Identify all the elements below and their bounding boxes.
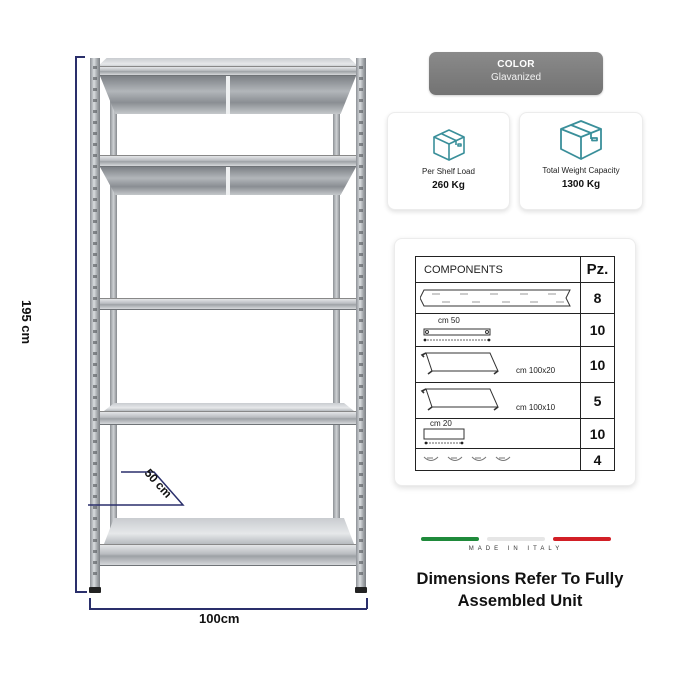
box-icon xyxy=(432,129,465,161)
components-table: COMPONENTS Pz. 8 cm 50 xyxy=(415,256,615,471)
shelf-1-front xyxy=(96,66,360,76)
table-row: cm 50 10 xyxy=(415,313,615,347)
shelf-illustration: 195 cm 100cm 50 cm xyxy=(19,56,368,626)
shelf-1-under xyxy=(100,76,356,114)
upright-left xyxy=(90,58,100,588)
bracket-size-label: cm 20 xyxy=(430,419,452,428)
shelf-2-front xyxy=(96,155,360,167)
height-dimension-cap-top xyxy=(75,56,85,58)
shelf-2-under xyxy=(100,167,356,195)
shelf-panel-large-size-label: cm 100x20 xyxy=(516,366,556,375)
width-dimension-cap-right xyxy=(366,598,368,609)
dimensions-note: Dimensions Refer To Fully Assembled Unit xyxy=(390,568,650,612)
dimensions-note-line1: Dimensions Refer To Fully xyxy=(416,570,624,588)
shelf-4-front xyxy=(96,411,360,425)
quantity-header: Pz. xyxy=(580,256,615,283)
height-label: 195 cm xyxy=(19,300,34,345)
made-in-italy-label: MADE IN ITALY xyxy=(468,546,564,552)
width-dimension-line xyxy=(89,608,367,610)
color-badge-value: Glavanized xyxy=(490,72,542,83)
dimensions-note-line2: Assembled Unit xyxy=(457,592,583,610)
total-weight-capacity-value: 1300 Kg xyxy=(561,179,601,190)
foot-caps-drawing xyxy=(415,448,581,471)
total-weight-capacity-card: Total Weight Capacity 1300 Kg xyxy=(519,112,643,210)
shelf-panel-small-drawing: cm 100x10 xyxy=(415,382,581,419)
upright-right xyxy=(356,58,366,588)
per-shelf-load-card: Per Shelf Load 260 Kg xyxy=(387,112,510,210)
bracket-drawing: cm 20 xyxy=(415,418,581,449)
back-post-left xyxy=(110,100,117,530)
color-badge: COLOR Glavanized xyxy=(429,52,603,95)
table-row: 8 xyxy=(415,282,615,314)
table-row: cm 20 10 xyxy=(415,418,615,449)
beam-drawing: cm 50 xyxy=(415,313,581,347)
beam-size-label: cm 50 xyxy=(438,316,460,325)
shelf-5-top xyxy=(104,518,354,544)
height-dimension-cap-bottom xyxy=(75,591,87,593)
foot-left xyxy=(89,587,101,593)
components-header-row: COMPONENTS Pz. xyxy=(415,256,615,283)
width-label: 100cm xyxy=(199,611,240,626)
shelf-panel-small-qty: 5 xyxy=(580,382,615,419)
flag-white xyxy=(487,537,545,541)
shelf-panel-large-drawing: cm 100x20 xyxy=(415,346,581,383)
table-row: cm 100x20 10 xyxy=(415,346,615,383)
color-badge-title: COLOR xyxy=(497,59,535,70)
table-row: 4 xyxy=(415,448,615,471)
foot-right xyxy=(355,587,367,593)
per-shelf-load-value: 260 Kg xyxy=(432,180,465,191)
beam-qty: 10 xyxy=(580,313,615,347)
shelf-4-top xyxy=(104,403,354,411)
upright-post-qty: 8 xyxy=(580,282,615,314)
components-card: COMPONENTS Pz. 8 cm 50 xyxy=(394,238,636,486)
foot-caps-qty: 4 xyxy=(580,448,615,471)
bracket-qty: 10 xyxy=(580,418,615,449)
box-icon xyxy=(560,120,602,160)
width-dimension-cap-left xyxy=(89,598,91,609)
shelf-panel-large-qty: 10 xyxy=(580,346,615,383)
shelf-5-front xyxy=(96,544,360,566)
shelf-1-top xyxy=(96,58,360,68)
depth-dimension-line xyxy=(88,471,185,506)
shelf-3-front xyxy=(96,298,360,310)
back-post-right xyxy=(333,100,340,530)
upright-post-drawing xyxy=(415,282,581,314)
flag-red xyxy=(553,537,611,541)
shelf-panel-small-size-label: cm 100x10 xyxy=(516,403,556,412)
components-header: COMPONENTS xyxy=(415,256,581,283)
table-row: cm 100x10 5 xyxy=(415,382,615,419)
flag-green xyxy=(421,537,479,541)
italy-flag-stripe xyxy=(421,537,611,541)
height-dimension-line xyxy=(75,56,77,593)
total-weight-capacity-label: Total Weight Capacity xyxy=(542,166,620,175)
per-shelf-load-label: Per Shelf Load xyxy=(422,167,475,176)
